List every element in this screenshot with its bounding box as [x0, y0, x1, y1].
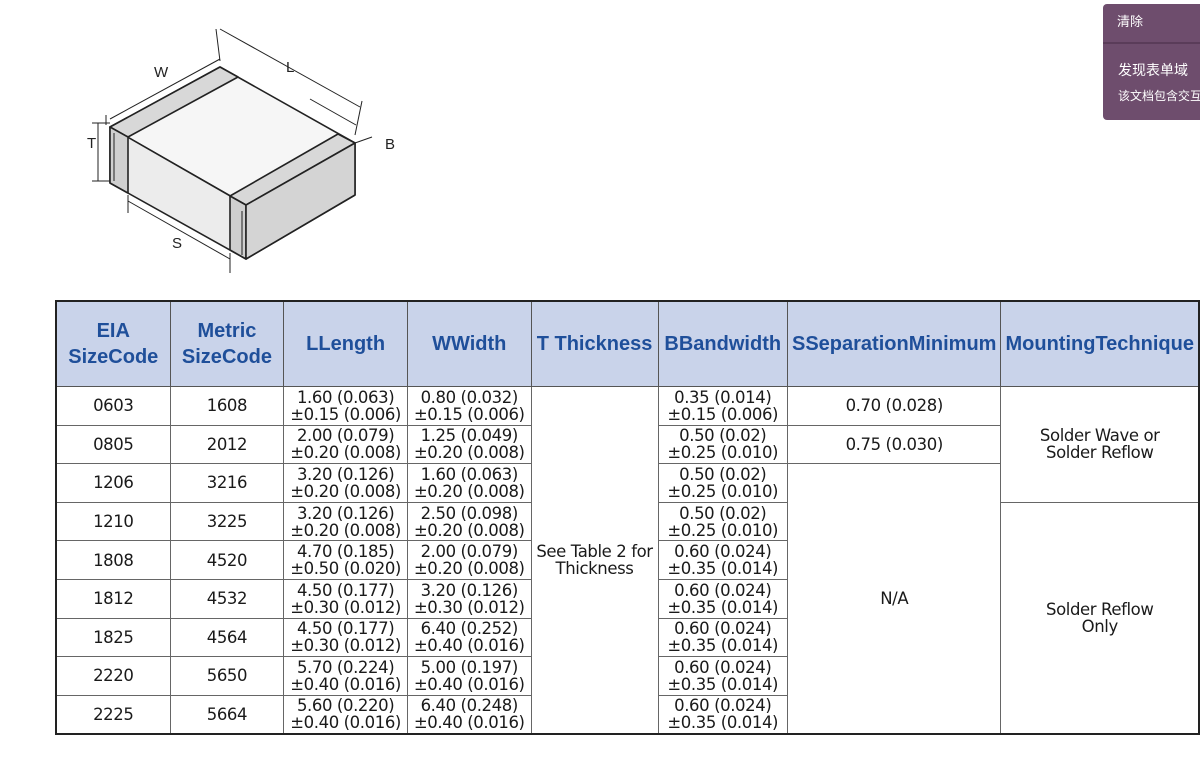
- table-row: 2225 5664 5.60 (0.220)±0.40 (0.016) 6.40…: [55, 694, 1199, 735]
- cell-eia: 2225: [55, 694, 171, 735]
- cell-length: 4.50 (0.177)±0.30 (0.012): [283, 578, 408, 619]
- cell-eia: 1210: [55, 501, 171, 542]
- cell-length: 4.50 (0.177)±0.30 (0.012): [283, 617, 408, 658]
- cell-eia: 1808: [55, 540, 171, 580]
- cell-width: 6.40 (0.248)±0.40 (0.016): [406, 694, 532, 735]
- header-separation-minimum: SSeparationMinimum: [786, 300, 1002, 387]
- cell-length: 2.00 (0.079)±0.20 (0.008): [283, 424, 408, 465]
- cell-separation: 0.75 (0.030): [786, 424, 1002, 465]
- cell-width: 6.40 (0.252)±0.40 (0.016): [406, 617, 532, 658]
- cell-bandwidth: 0.60 (0.024)±0.35 (0.014): [657, 540, 788, 580]
- label-s: S: [172, 235, 182, 252]
- cell-length: 3.20 (0.126)±0.20 (0.008): [283, 501, 408, 542]
- table-row: 1206 3216 3.20 (0.126)±0.20 (0.008) 1.60…: [55, 463, 1199, 735]
- cell-eia: 1825: [55, 617, 171, 658]
- table-row: 1808 4520 4.70 (0.185)±0.50 (0.020) 2.00…: [55, 540, 1199, 580]
- form-detection-popup: 清除 发现表单域 该文档包含交互: [1103, 4, 1200, 120]
- cell-length: 5.60 (0.220)±0.40 (0.016): [283, 694, 408, 735]
- table-row: 0603 1608 1.60 (0.063)±0.15 (0.006) 0.80…: [55, 385, 1200, 735]
- cell-bandwidth: 0.60 (0.024)±0.35 (0.014): [657, 617, 788, 658]
- table-row: 1210 3225 3.20 (0.126)±0.20 (0.008) 2.50…: [55, 501, 1200, 735]
- cell-metric: 3225: [169, 501, 285, 542]
- cell-bandwidth: 0.60 (0.024)±0.35 (0.014): [657, 694, 788, 735]
- cell-separation: 0.70 (0.028): [786, 386, 1002, 426]
- table-row: 1825 4564 4.50 (0.177)±0.30 (0.012) 6.40…: [55, 617, 1199, 658]
- cell-eia: 1206: [55, 463, 171, 503]
- dimension-table: EIA SizeCode Metric SizeCode LLength WWi…: [55, 300, 1200, 735]
- cell-length: 1.60 (0.063)±0.15 (0.006): [283, 386, 408, 426]
- cell-metric: 3216: [169, 463, 285, 503]
- cell-length: 5.70 (0.224)±0.40 (0.016): [283, 656, 408, 696]
- cell-separation: N/A: [786, 463, 1002, 735]
- cell-width: 3.20 (0.126)±0.30 (0.012): [406, 578, 532, 619]
- header-thickness: T Thickness: [530, 300, 659, 387]
- header-metric-size-code: Metric SizeCode: [169, 300, 285, 387]
- cell-width: 2.00 (0.079)±0.20 (0.008): [406, 540, 532, 580]
- cell-bandwidth: 0.60 (0.024)±0.35 (0.014): [657, 578, 788, 619]
- cell-metric: 4532: [169, 578, 285, 619]
- cell-bandwidth: 0.35 (0.014)±0.15 (0.006): [657, 386, 788, 426]
- header-bandwidth: BBandwidth: [657, 300, 788, 387]
- capacitor-dimension-drawing: W L B T S: [87, 28, 395, 273]
- cell-metric: 2012: [169, 424, 285, 465]
- cell-metric: 4564: [169, 617, 285, 658]
- header-width: WWidth: [406, 300, 532, 387]
- cell-metric: 4520: [169, 540, 285, 580]
- cell-length: 4.70 (0.185)±0.50 (0.020): [283, 540, 408, 580]
- cell-width: 1.25 (0.049)±0.20 (0.008): [406, 424, 532, 465]
- cell-bandwidth: 0.50 (0.02)±0.25 (0.010): [657, 501, 788, 542]
- cell-eia: 0805: [55, 424, 171, 465]
- label-t: T: [87, 135, 96, 152]
- label-l: L: [286, 59, 294, 76]
- cell-width: 2.50 (0.098)±0.20 (0.008): [406, 501, 532, 542]
- cell-metric: 1608: [169, 386, 285, 426]
- label-w: W: [154, 64, 169, 81]
- cell-metric: 5664: [169, 694, 285, 735]
- table-header-row: EIA SizeCode Metric SizeCode LLength WWi…: [55, 300, 1200, 387]
- cell-eia: 1812: [55, 578, 171, 619]
- cell-metric: 5650: [169, 656, 285, 696]
- popup-subtitle: 该文档包含交互: [1118, 89, 1200, 103]
- cell-bandwidth: 0.60 (0.024)±0.35 (0.014): [657, 656, 788, 696]
- clear-button[interactable]: 清除: [1103, 4, 1200, 44]
- label-b: B: [385, 136, 395, 153]
- cell-eia: 0603: [55, 386, 171, 426]
- cell-width: 0.80 (0.032)±0.15 (0.006): [406, 386, 532, 426]
- header-mounting-technique: MountingTechnique: [1000, 300, 1200, 387]
- cell-bandwidth: 0.50 (0.02)±0.25 (0.010): [657, 424, 788, 465]
- cell-length: 3.20 (0.126)±0.20 (0.008): [283, 463, 408, 503]
- header-eia-size-code: EIA SizeCode: [55, 300, 171, 387]
- cell-width: 5.00 (0.197)±0.40 (0.016): [406, 656, 532, 696]
- header-length: LLength: [283, 300, 408, 387]
- cell-bandwidth: 0.50 (0.02)±0.25 (0.010): [657, 463, 788, 503]
- table-row: 1812 4532 4.50 (0.177)±0.30 (0.012) 3.20…: [55, 578, 1199, 619]
- cell-width: 1.60 (0.063)±0.20 (0.008): [406, 463, 532, 503]
- popup-title: 发现表单域: [1118, 63, 1188, 79]
- table-row: 0805 2012 2.00 (0.079)±0.20 (0.008) 1.25…: [55, 424, 1199, 465]
- cell-eia: 2220: [55, 656, 171, 696]
- table-row: 2220 5650 5.70 (0.224)±0.40 (0.016) 5.00…: [55, 656, 1199, 696]
